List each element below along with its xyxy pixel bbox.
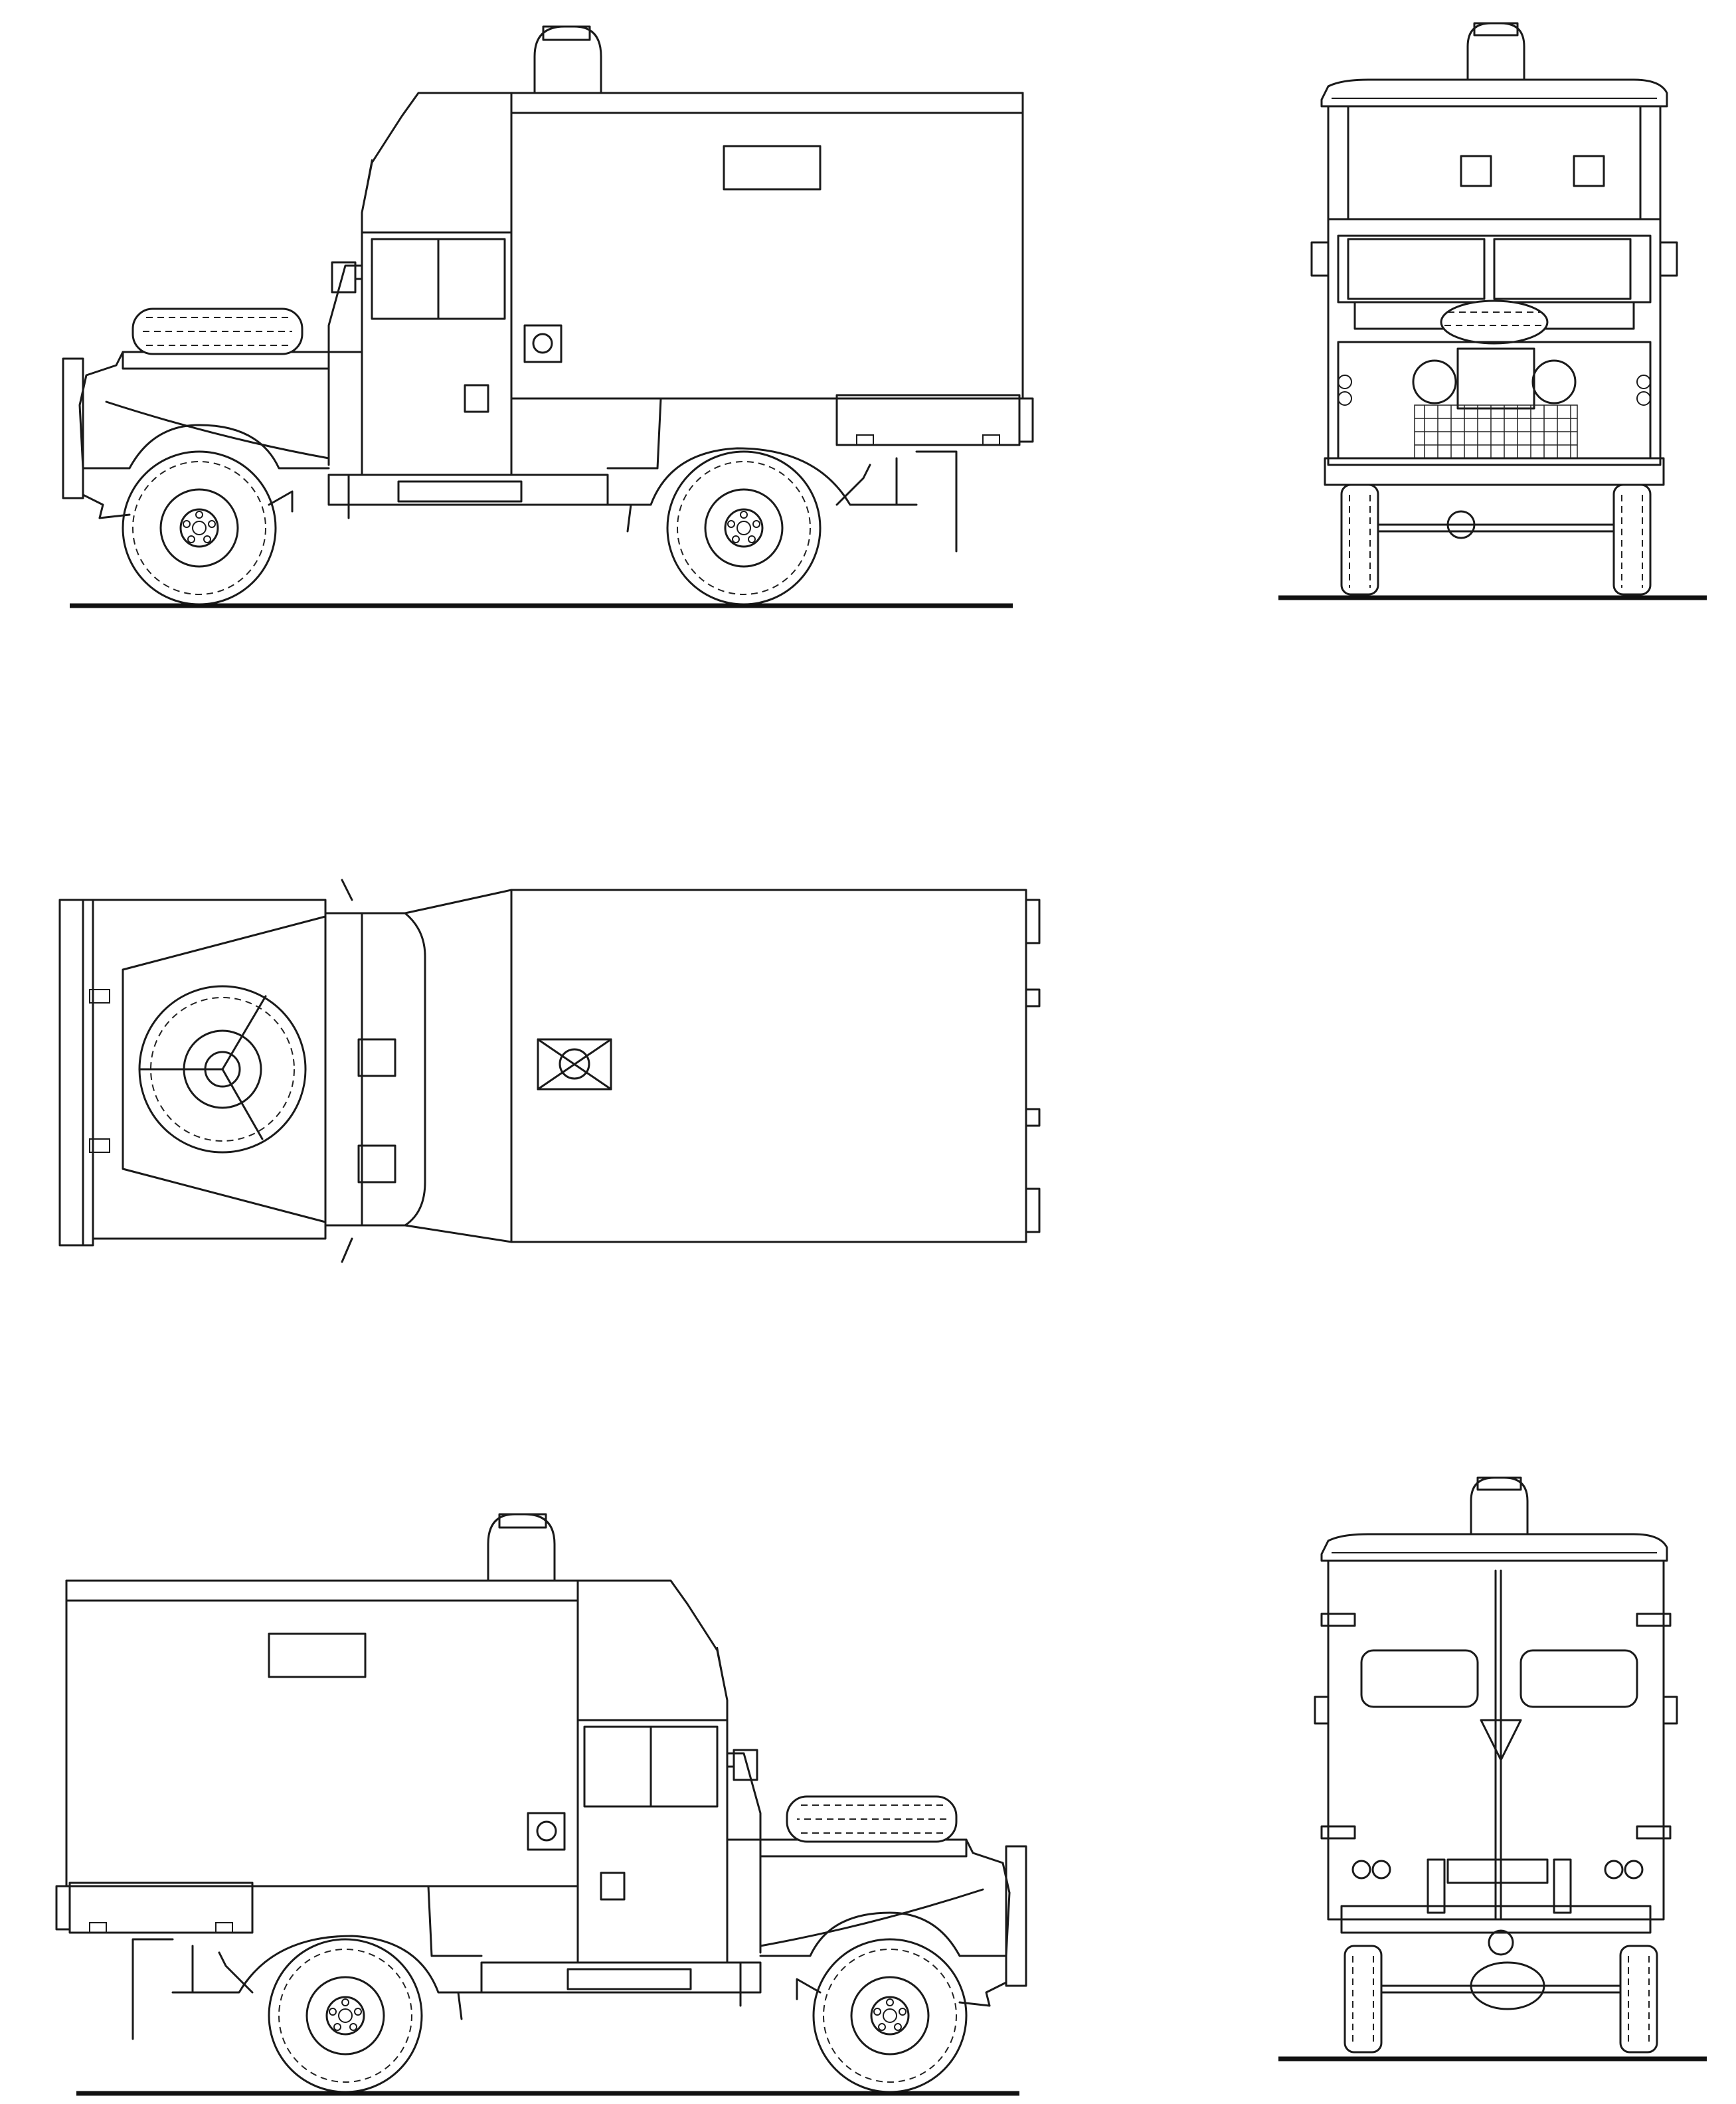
- rear-view: [1278, 1476, 1707, 2061]
- left-side-view: [63, 27, 1033, 606]
- right-side-view: [56, 1514, 1026, 2093]
- front-view: [1278, 23, 1707, 598]
- top-view: [58, 879, 1041, 1263]
